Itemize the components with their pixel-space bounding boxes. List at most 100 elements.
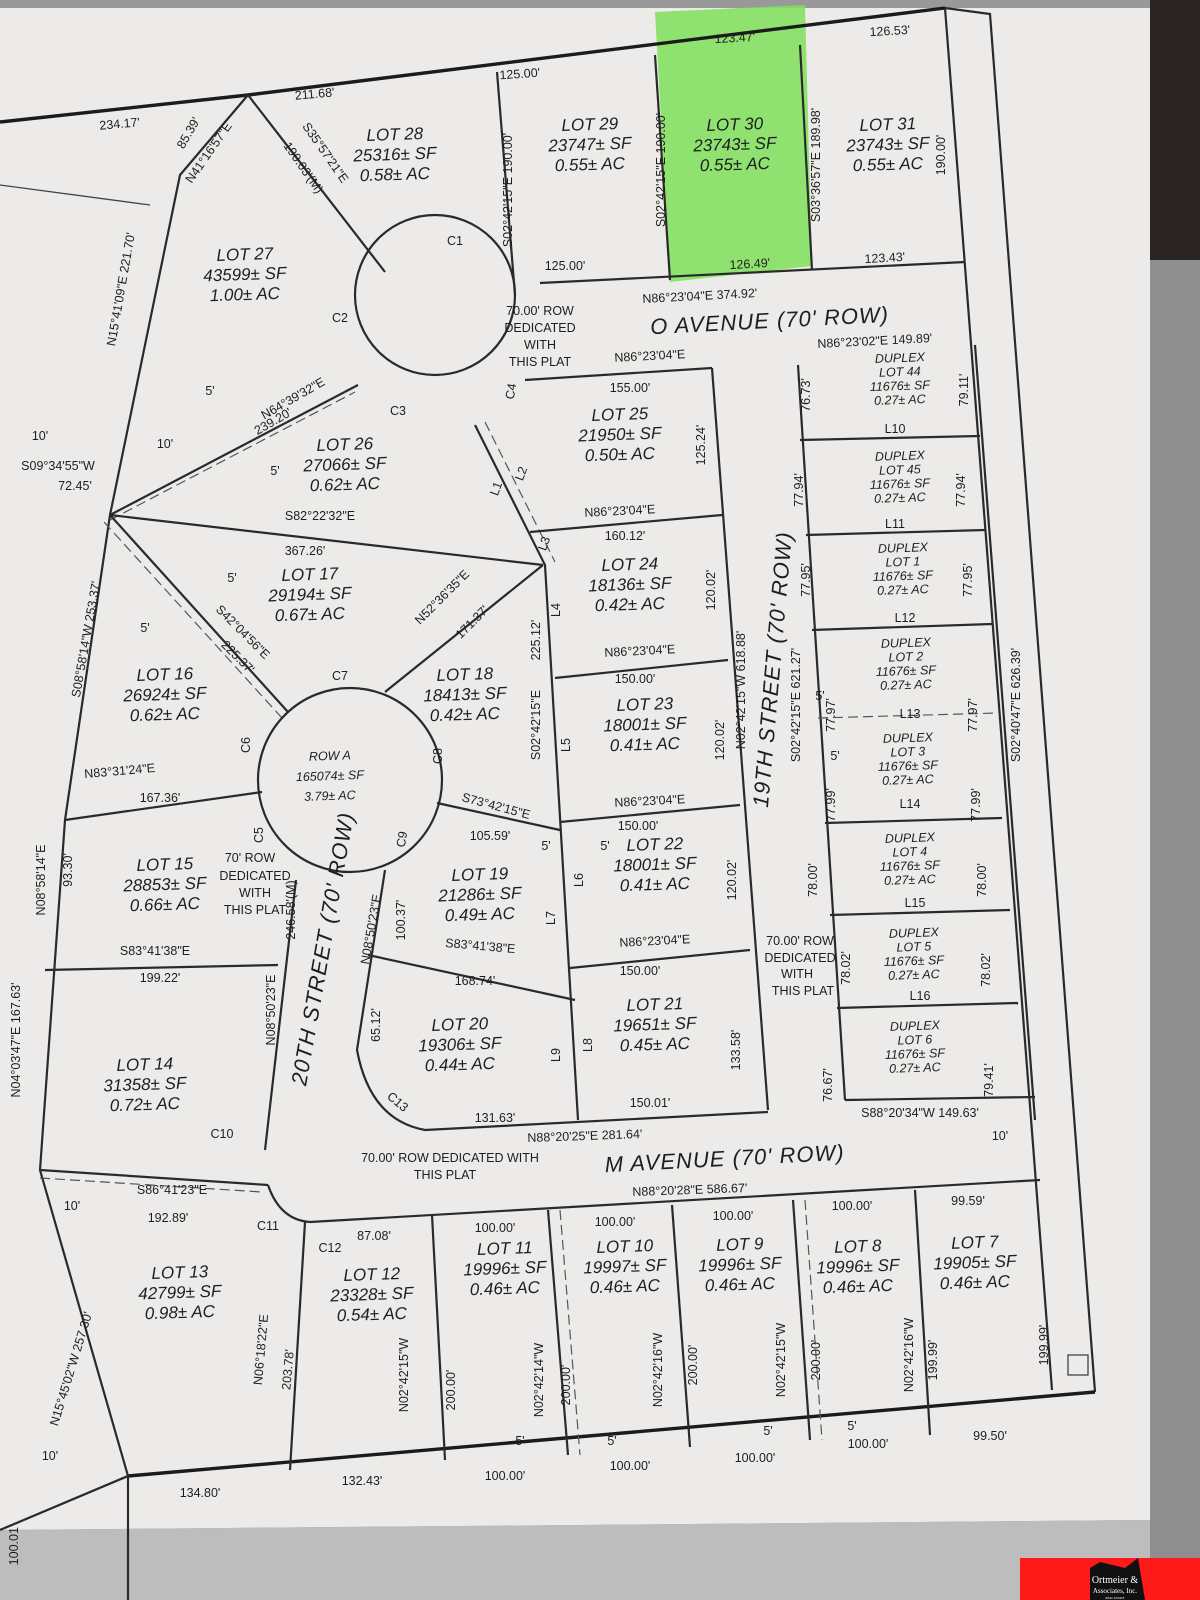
lot-name: LOT 26 — [316, 434, 374, 455]
dimension-label: 133.58' — [729, 1030, 743, 1071]
dimension-label: N02°42'15"W — [774, 1323, 788, 1398]
dimension-label: 99.59' — [951, 1194, 985, 1208]
duplex-lot-sf: 11676± SF — [870, 476, 932, 492]
dimension-label: THIS PLAT — [772, 984, 835, 998]
paper-sheet — [0, 0, 1150, 1530]
dimension-label: 190.00' — [934, 135, 948, 176]
lot-name: LOT 21 — [626, 994, 683, 1015]
logo-line1: Ortmeier & — [1092, 1575, 1139, 1586]
dimension-label: S02°42'15"E 190.00' — [654, 113, 668, 227]
dimension-label: 199.22' — [140, 971, 181, 985]
dimension-label: C11 — [257, 1219, 279, 1233]
lot-area-ac: 0.41± AC — [609, 734, 680, 755]
dimension-label: N86°23'04"E — [584, 502, 656, 520]
dimension-label: 72.45' — [58, 479, 92, 493]
dimension-label: 120.02' — [713, 720, 727, 761]
dimension-label: L14 — [900, 797, 921, 811]
dimension-label: S02°42'15"E 621.27' — [789, 648, 803, 762]
lot-area-ac: 0.50± AC — [584, 444, 655, 465]
lot-name: LOT 17 — [281, 564, 339, 585]
duplex-lot-type: DUPLEX — [885, 830, 936, 846]
dimension-label: DEDICATED — [219, 869, 290, 883]
dimension-label: S09°34'55"W — [21, 459, 95, 473]
lot-area-sf: 31358± SF — [103, 1074, 188, 1096]
dimension-label: L12 — [895, 611, 916, 625]
lot-area-ac: 0.49± AC — [444, 904, 515, 925]
dimension-label: S03°36'57"E 189.98' — [809, 108, 823, 222]
dimension-label: N86°23'04"E 374.92' — [642, 286, 758, 306]
duplex-lot-ac: 0.27± AC — [888, 967, 941, 983]
duplex-lot-type: DUPLEX — [875, 448, 926, 464]
dimension-label: 160.12' — [605, 529, 646, 543]
dimension-label: 5' — [830, 749, 839, 763]
dimension-label: L15 — [905, 896, 926, 910]
duplex-lot-sf: 11676± SF — [870, 378, 932, 394]
lot-name: LOT 10 — [596, 1236, 654, 1257]
dimension-label: L10 — [885, 422, 906, 436]
lot-name: ROW A — [309, 748, 351, 763]
dimension-label: S86°41'23"E — [137, 1183, 207, 1197]
dimension-label: 77.95' — [961, 563, 975, 597]
duplex-lot-type: DUPLEX — [889, 925, 940, 941]
dimension-label: 87.08' — [357, 1229, 391, 1243]
dimension-label: L2 — [512, 465, 530, 483]
duplex-lot-lot: LOT 1 — [885, 554, 920, 569]
dimension-label: 77.99' — [824, 788, 838, 822]
dimension-label: 203.78' — [279, 1349, 296, 1391]
dimension-label: C2 — [332, 311, 348, 325]
dimension-label: 200.00' — [444, 1370, 458, 1411]
dimension-label: 100.00' — [848, 1437, 889, 1451]
lot-area-ac: 0.41± AC — [619, 874, 690, 895]
lot-name: LOT 25 — [591, 404, 649, 425]
lot-area-ac: 0.46± AC — [704, 1274, 775, 1295]
dimension-label: THIS PLAT — [509, 355, 572, 369]
dimension-label: 70' ROW — [225, 851, 276, 865]
duplex-lot-type: DUPLEX — [883, 730, 934, 746]
lot-area-ac: 0.46± AC — [469, 1278, 540, 1299]
dimension-label: L6 — [572, 873, 586, 887]
duplex-lot-lot: LOT 45 — [879, 462, 921, 477]
dimension-label: C3 — [390, 404, 406, 418]
lot-area-sf: 25316± SF — [352, 144, 438, 166]
duplex-lot-lot: LOT 5 — [896, 939, 931, 954]
dimension-label: 5' — [600, 839, 609, 853]
lot-area-sf: 19996± SF — [698, 1254, 783, 1276]
duplex-lot-type: DUPLEX — [890, 1018, 941, 1034]
dimension-label: N86°23'02"E 149.89' — [817, 331, 933, 351]
dimension-label: N02°42'15"W 618.88' — [734, 631, 748, 749]
dimension-label: 76.67' — [821, 1068, 835, 1102]
duplex-lot-sf: 11676± SF — [876, 663, 938, 679]
dimension-label: 77.95' — [799, 563, 813, 597]
dimension-label: 134.80' — [180, 1486, 221, 1500]
duplex-lot-sf: 11676± SF — [880, 858, 942, 874]
dimension-label: N08°50'23"E — [264, 975, 278, 1046]
dimension-label: N02°42'16"W — [651, 1333, 665, 1408]
lot-area-ac: 0.55± AC — [852, 154, 923, 175]
dimension-label: 105.59' — [470, 829, 511, 843]
lot-area-ac: 0.46± AC — [822, 1276, 893, 1297]
lot-area-ac: 0.44± AC — [424, 1054, 495, 1075]
dimension-label: L7 — [544, 911, 558, 925]
dimension-label: C5 — [252, 827, 266, 843]
dimension-label: L1 — [487, 480, 505, 498]
dimension-label: 78.00' — [806, 863, 820, 897]
lot-name: LOT 19 — [451, 864, 509, 885]
dimension-label: DEDICATED — [504, 321, 575, 335]
dimension-label: 100.00' — [485, 1469, 526, 1483]
lot-area-sf: 27066± SF — [302, 454, 388, 476]
duplex-lot-lot: LOT 2 — [888, 649, 923, 664]
dimension-label: 123.47' — [714, 30, 755, 46]
dimension-label: 100.00' — [595, 1215, 636, 1229]
lot-area-sf: 26924± SF — [122, 684, 208, 706]
lot-lines — [39, 44, 1089, 1471]
dimension-label: 199.99' — [1037, 1325, 1051, 1366]
duplex-lot-lot: LOT 4 — [892, 844, 927, 859]
lot-area-sf: 23743± SF — [845, 134, 931, 156]
lot-name: LOT 11 — [477, 1238, 533, 1259]
dimension-label: 10' — [64, 1199, 80, 1213]
dimension-label: 79.11' — [957, 374, 971, 407]
dimension-label: L11 — [885, 517, 905, 531]
duplex-lot-ac: 0.27± AC — [884, 872, 937, 888]
